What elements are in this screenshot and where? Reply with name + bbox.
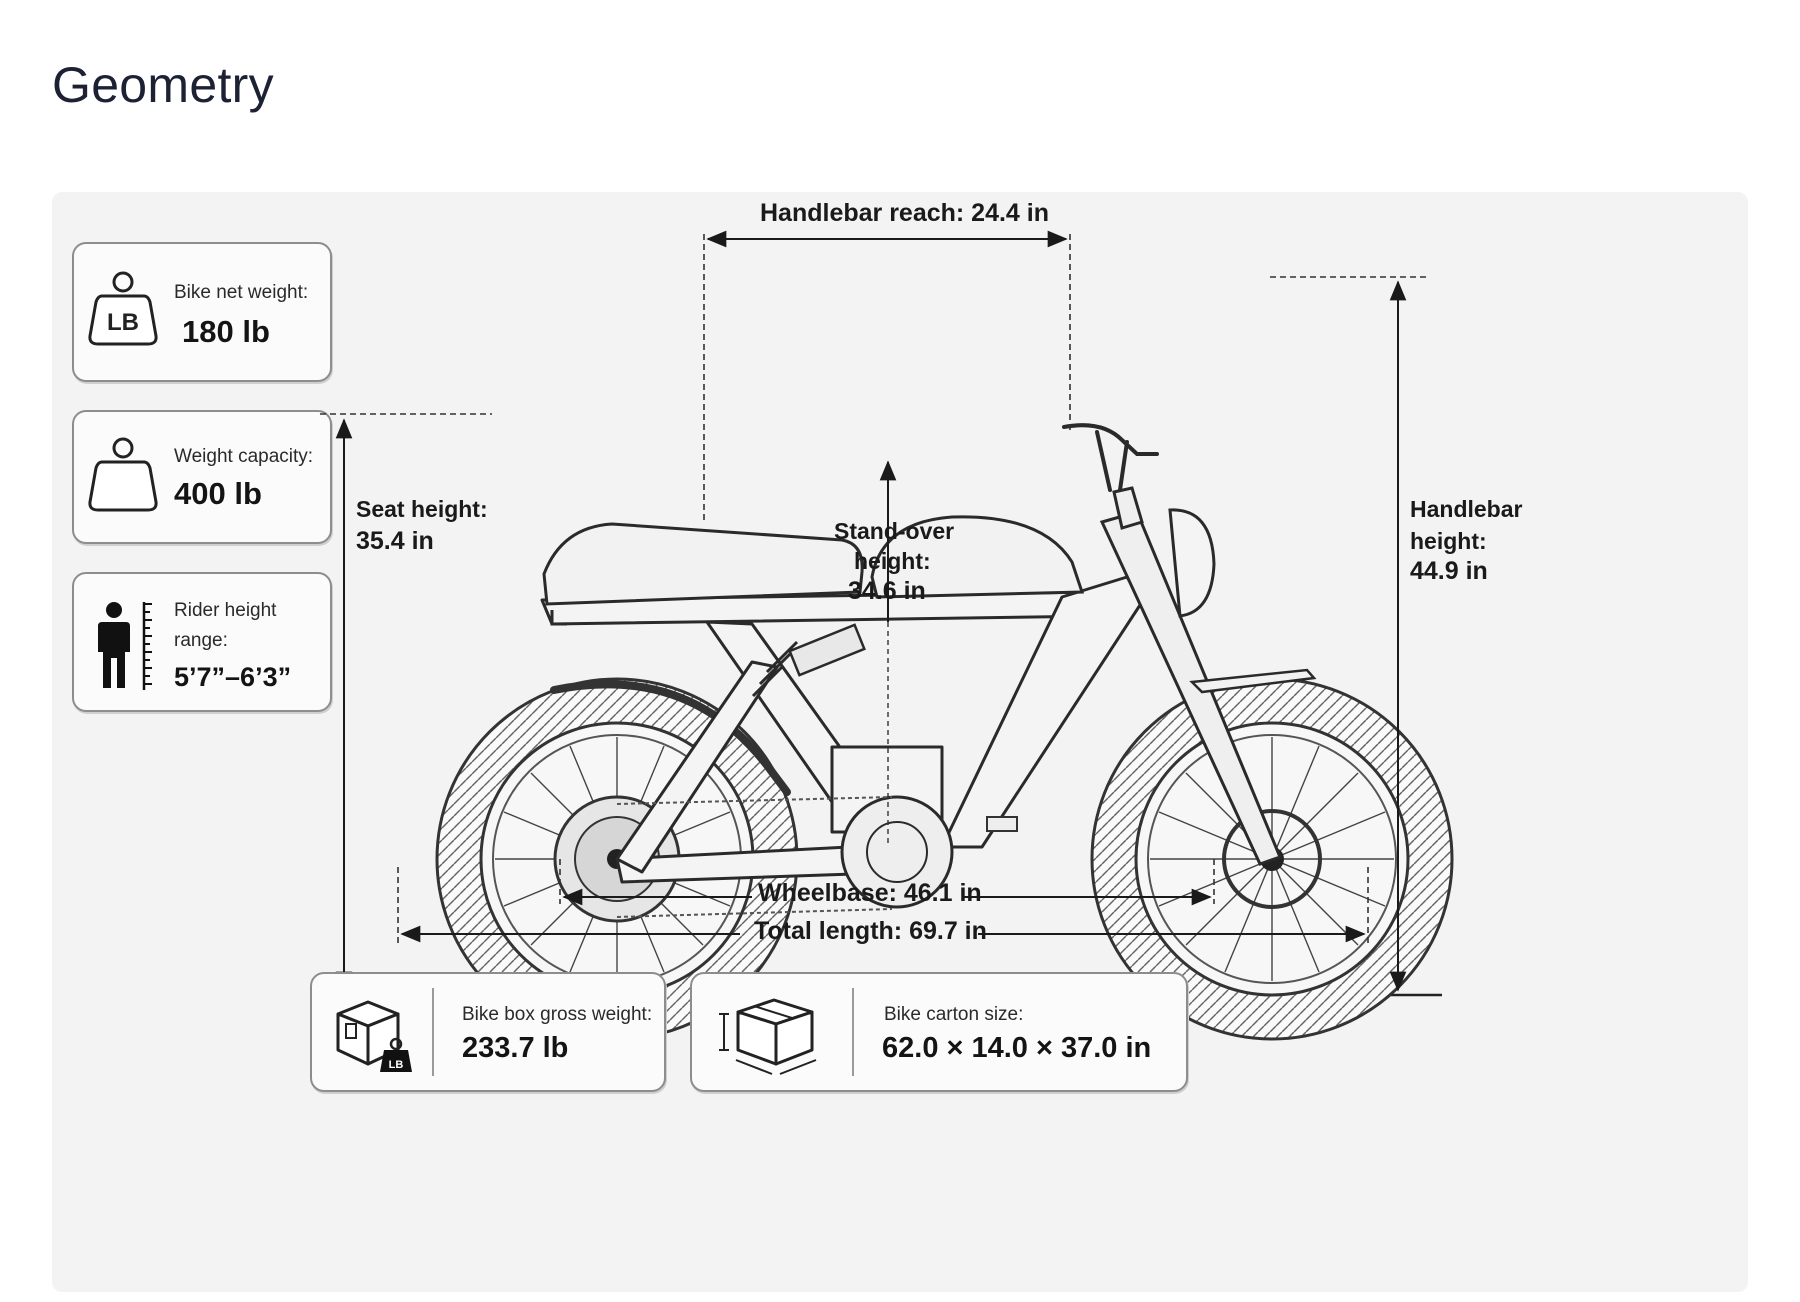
carton-size-icon	[719, 998, 817, 1075]
front-fork	[1099, 486, 1282, 866]
box-weight-value: 233.7 lb	[462, 1032, 569, 1064]
bike-seat	[542, 522, 864, 606]
weight-icon	[88, 437, 158, 512]
page-title: Geometry	[52, 57, 274, 113]
box-weight-icon: LB	[336, 1000, 412, 1072]
total-length-label: Total length: 69.7 in	[754, 917, 987, 945]
net-weight-card: LB Bike net weight: 180 lb	[72, 242, 332, 382]
rider-height-value: 5’7”–6’3”	[174, 662, 292, 692]
seat-height-value: 35.4 in	[356, 527, 434, 555]
handlebar-height-value: 44.9 in	[1410, 557, 1488, 585]
rear-shock	[751, 623, 866, 698]
net-weight-value: 180 lb	[182, 314, 270, 349]
standover-label-line1: Stand-over	[834, 518, 955, 544]
carton-size-card: Bike carton size: 62.0 × 14.0 × 37.0 in	[690, 972, 1188, 1092]
seat-height-label: Seat height:	[356, 496, 488, 522]
rider-height-card: Rider height range: 5’7”–6’3”	[72, 572, 332, 712]
wheelbase-label: Wheelbase: 46.1 in	[758, 879, 982, 907]
handlebar-height-label-line1: Handlebar	[1410, 496, 1523, 522]
handlebar-reach-label: Handlebar reach: 24.4 in	[760, 199, 1050, 227]
carton-size-label: Bike carton size:	[884, 1004, 1024, 1025]
svg-text:LB: LB	[389, 1059, 404, 1071]
geometry-diagram-panel: LB Bike net weight: 180 lb Weight capaci…	[52, 192, 1748, 1292]
net-weight-label: Bike net weight:	[174, 282, 309, 303]
bike-geometry-drawing	[320, 230, 1454, 1041]
box-weight-label: Bike box gross weight:	[462, 1004, 653, 1025]
headlight	[1168, 508, 1216, 618]
handlebar	[1062, 423, 1159, 492]
carton-size-divider	[852, 988, 854, 1076]
standover-value: 34.6 in	[848, 577, 926, 605]
weight-capacity-card: Weight capacity: 400 lb	[72, 410, 332, 544]
front-fender	[1189, 668, 1317, 694]
rider-height-label-line2: range:	[174, 630, 228, 651]
rider-height-label-line1: Rider height	[174, 600, 277, 621]
weight-capacity-value: 400 lb	[174, 476, 262, 511]
standover-label-line2: height:	[854, 548, 931, 574]
weight-lb-icon: LB	[88, 271, 158, 346]
box-weight-divider	[432, 988, 434, 1076]
person-height-icon	[98, 602, 152, 690]
svg-text:LB: LB	[107, 309, 139, 336]
carton-size-value: 62.0 × 14.0 × 37.0 in	[882, 1032, 1152, 1064]
handlebar-height-label-line2: height:	[1410, 528, 1487, 554]
weight-capacity-label: Weight capacity:	[174, 446, 314, 467]
box-weight-card: LB Bike box gross weight: 233.7 lb	[310, 972, 666, 1092]
